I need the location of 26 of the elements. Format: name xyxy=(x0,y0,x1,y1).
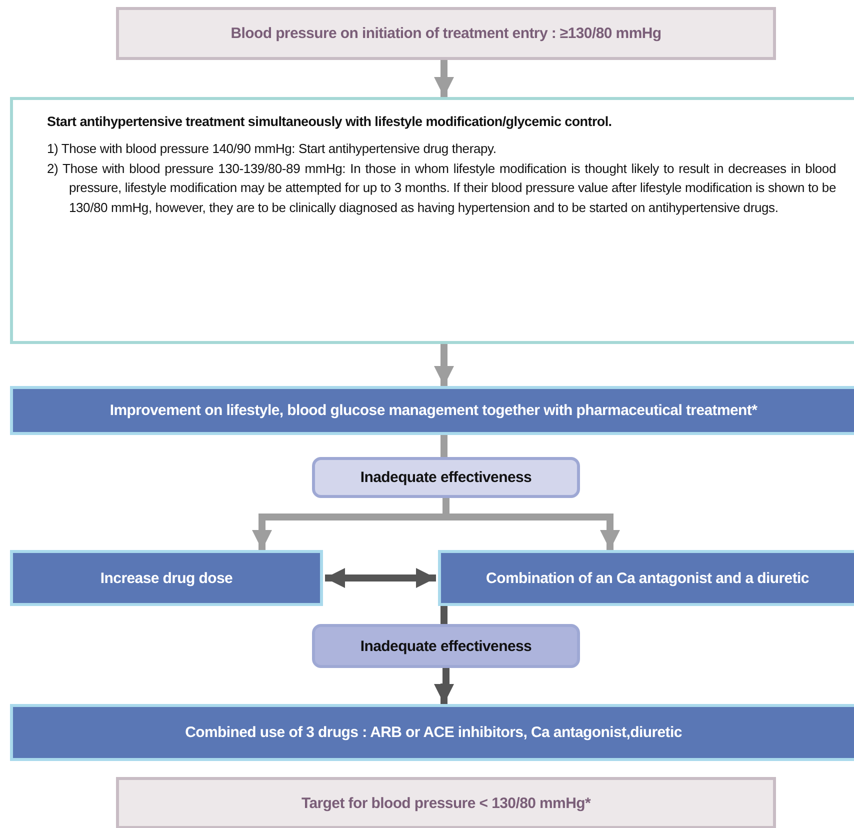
arrow xyxy=(434,668,454,704)
condition-box xyxy=(312,624,580,668)
node-label: Target for blood pressure < 130/80 mmHg* xyxy=(301,794,591,812)
arrow xyxy=(434,60,454,97)
connector-line xyxy=(440,435,448,457)
node-label: Inadequate effectiveness xyxy=(360,638,532,654)
list-item: 2) Those with blood pressure 130-139/80-89 mmHg: In those in whom lifestyle modification is thought likely to result in decreases in blood pressure, lifestyle modification may be attempted for up to 3 months. If their blood pressure value after lifestyle modification is shown to be 130/80 mmHg, however, they are to be clinically diagnosed as having hypertension and to be started on antihypertensive drugs. xyxy=(47,160,836,217)
node-label: Inadequate effectiveness xyxy=(360,469,532,486)
process-box xyxy=(438,550,854,606)
node-label: Blood pressure on initiation of treatment entry : ≥130/80 mmHg xyxy=(230,25,662,42)
arrow xyxy=(434,344,454,386)
list-item: 1) Those with blood pressure 140/90 mmHg: Start antihypertensive drug therapy. xyxy=(47,140,498,158)
terminal-box xyxy=(116,777,776,828)
connector-line xyxy=(440,606,448,624)
process-box xyxy=(10,550,323,606)
arrow xyxy=(325,568,436,588)
process-box xyxy=(10,386,854,435)
terminal-box xyxy=(116,7,776,60)
node-label: Increase drug dose xyxy=(100,570,233,586)
node-label: Combination of an Ca antagonist and a diuretic xyxy=(486,570,809,586)
info-box xyxy=(10,97,854,344)
condition-box xyxy=(312,457,580,498)
process-box xyxy=(10,704,854,761)
node-label: Improvement on lifestyle, blood glucose management together with pharmaceutical treatment* xyxy=(110,402,758,419)
heading-text: Start antihypertensive treatment simultaneously with lifestyle modification/glycemic control. xyxy=(47,114,613,129)
node-label: Combined use of 3 drugs : ARB or ACE inhibitors, Ca antagonist,diuretic xyxy=(185,724,682,741)
